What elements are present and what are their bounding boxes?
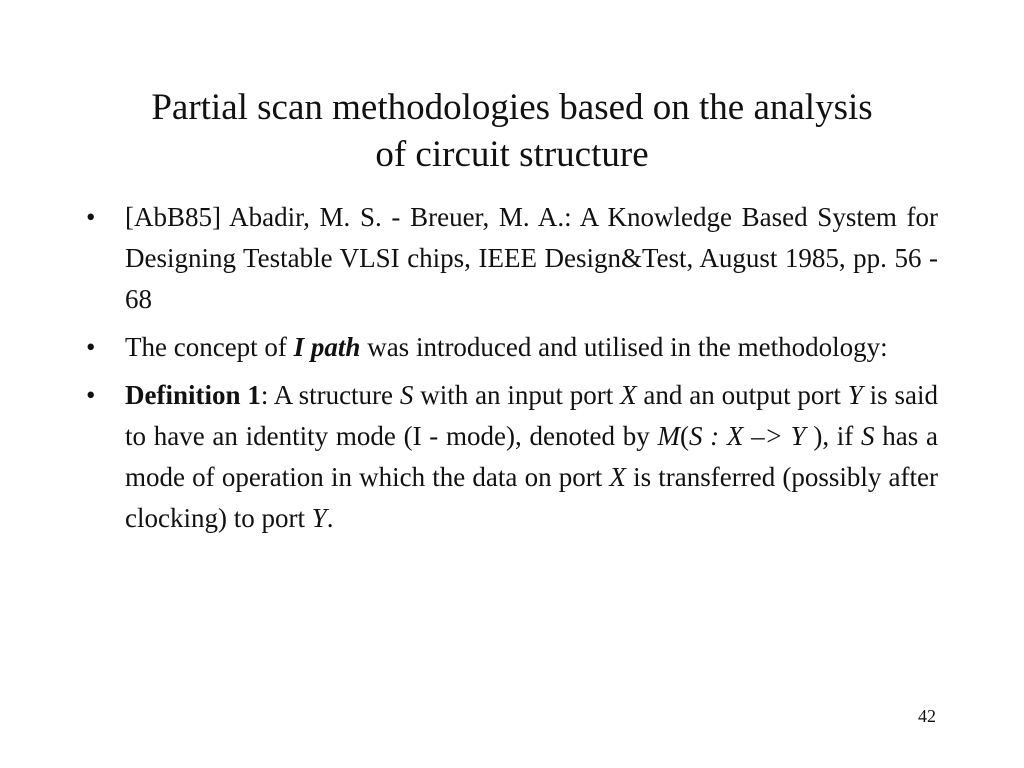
- slide-title-line-1: Partial scan methodologies based on the …: [151, 87, 873, 128]
- symbol-y: Y: [847, 380, 863, 410]
- definition-text: is transferred (possibly after clocking)…: [125, 462, 938, 533]
- bullet-concept: • The concept of I path was introduced a…: [82, 327, 938, 368]
- symbol-x: X: [620, 380, 637, 410]
- mode-expression: S : X –> Y: [688, 421, 806, 451]
- slide-title: Partial scan methodologies based on the …: [60, 84, 964, 178]
- bullet-dot: •: [86, 380, 96, 410]
- definition-text: (: [679, 421, 689, 451]
- bullet-definition: • Definition 1: A structure S with an in…: [82, 375, 938, 539]
- definition-text: is said to have an identity mode (I - mo…: [125, 380, 938, 451]
- definition-text: with an input port: [413, 380, 621, 410]
- definition-label: Definition 1: [125, 380, 261, 410]
- symbol-y: Y: [311, 503, 327, 533]
- symbol-x: X: [609, 462, 626, 492]
- symbol-s: S: [399, 380, 414, 410]
- bullet-list: • [AbB85] Abadir, M. S. - Breuer, M. A.:…: [82, 197, 938, 546]
- symbol-m: M: [657, 421, 680, 451]
- definition-text: ), if: [805, 421, 862, 451]
- symbol-s: S: [861, 421, 875, 451]
- page-number: 42: [918, 706, 936, 726]
- concept-text-post: was introduced and utilised in the metho…: [360, 332, 888, 362]
- reference-text: [AbB85] Abadir, M. S. - Breuer, M. A.: A…: [125, 202, 938, 314]
- bullet-dot: •: [86, 202, 96, 232]
- bullet-dot: •: [86, 332, 96, 362]
- i-path-term: I path: [293, 332, 361, 362]
- definition-text: .: [326, 503, 334, 533]
- definition-text: has a mode of operation in which the dat…: [125, 421, 938, 492]
- bullet-reference: • [AbB85] Abadir, M. S. - Breuer, M. A.:…: [82, 197, 938, 320]
- definition-text: : A structure: [260, 380, 400, 410]
- concept-text-pre: The concept of: [125, 332, 294, 362]
- slide-title-line-2: of circuit structure: [375, 134, 649, 175]
- definition-text: and an output port: [636, 380, 848, 410]
